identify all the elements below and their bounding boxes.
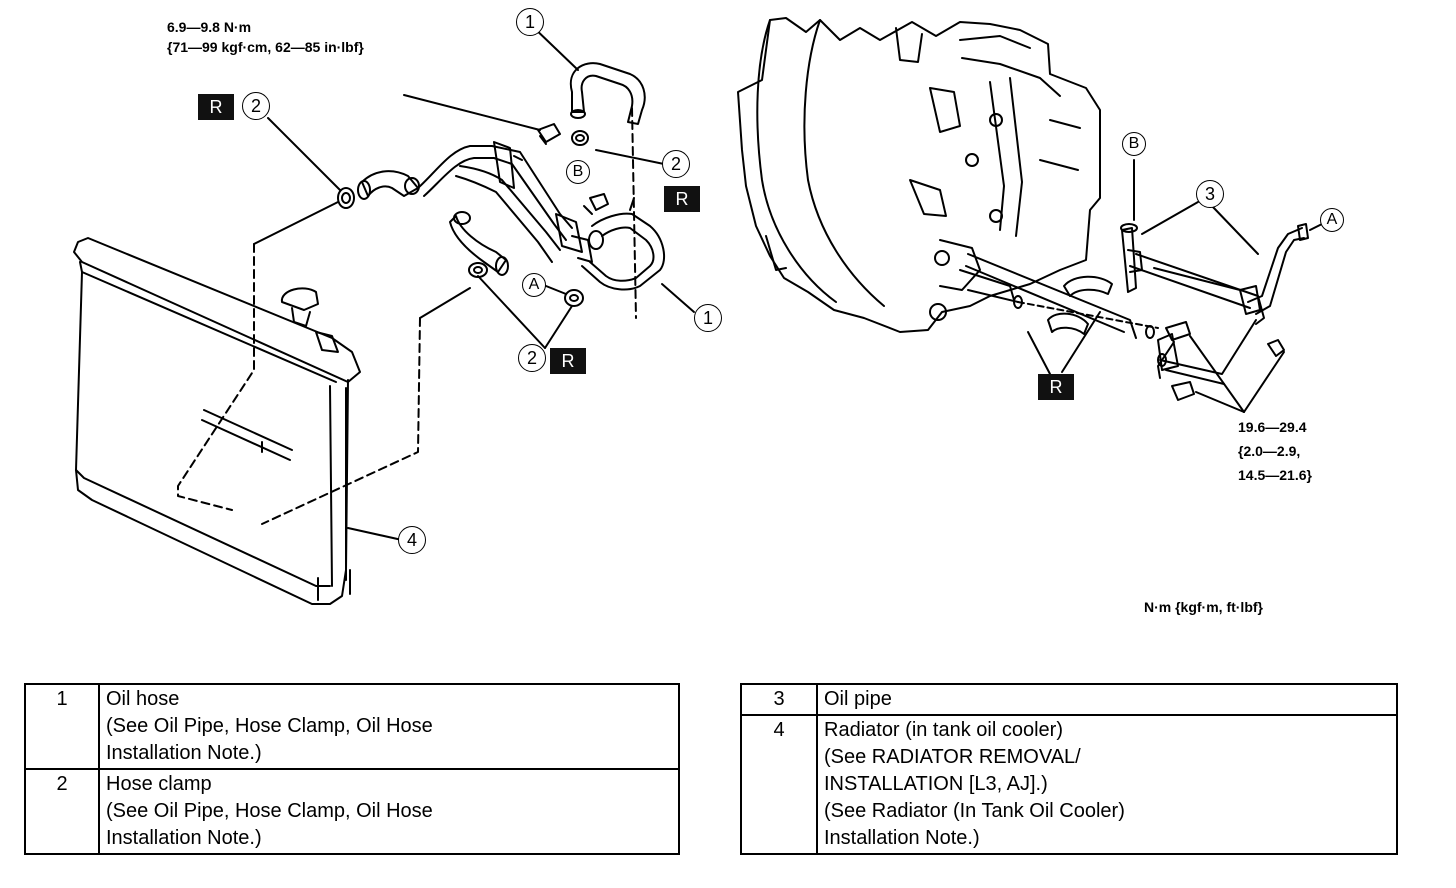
callout-4: 4	[398, 526, 426, 554]
transaxle-drawing	[737, 17, 1327, 413]
callout-b: B	[1122, 132, 1146, 156]
legend-table-left: 1 Oil hose (See Oil Pipe, Hose Clamp, Oi…	[24, 683, 680, 855]
torque-spec-lower-alt-1: {2.0—2.9,	[1238, 443, 1301, 459]
callout-1: 1	[516, 8, 544, 36]
legend-table-right: 3 Oil pipe 4 Radiator (in tank oil coole…	[740, 683, 1398, 855]
torque-spec-lower-alt-2: 14.5—21.6}	[1238, 467, 1312, 483]
torque-spec-lower-nm: 19.6—29.4	[1238, 419, 1307, 435]
callout-a: A	[1320, 208, 1344, 232]
legend-number: 1	[24, 683, 100, 770]
legend-number: 3	[740, 683, 818, 716]
callout-2: 2	[662, 150, 690, 178]
radiator-drawing	[73, 201, 471, 605]
legend-description: Oil hose (See Oil Pipe, Hose Clamp, Oil …	[98, 683, 680, 770]
callout-a: A	[522, 273, 546, 297]
oil-hose-assembly-drawing	[267, 23, 695, 349]
replace-mark: R	[1038, 374, 1074, 400]
callout-2: 2	[518, 344, 546, 372]
legend-number: 2	[24, 768, 100, 855]
replace-mark: R	[198, 94, 234, 120]
unit-note: N·m {kgf·m, ft·lbf}	[1144, 599, 1263, 615]
table-row: 1 Oil hose (See Oil Pipe, Hose Clamp, Oi…	[24, 683, 680, 770]
torque-spec-upper-nm: 6.9—9.8 N·m	[167, 19, 252, 35]
table-row: 4 Radiator (in tank oil cooler) (See RAD…	[740, 714, 1398, 855]
callout-2: 2	[242, 92, 270, 120]
table-row: 3 Oil pipe	[740, 683, 1398, 716]
legend-number: 4	[740, 714, 818, 855]
torque-spec-upper-alt: {71—99 kgf·cm, 62—85 in·lbf}	[167, 39, 364, 55]
legend-description: Oil pipe	[816, 683, 1398, 716]
callout-1: 1	[694, 304, 722, 332]
legend-description: Hose clamp (See Oil Pipe, Hose Clamp, Oi…	[98, 768, 680, 855]
table-row: 2 Hose clamp (See Oil Pipe, Hose Clamp, …	[24, 768, 680, 855]
callout-b: B	[566, 160, 590, 184]
callout-3: 3	[1196, 180, 1224, 208]
replace-mark: R	[664, 186, 700, 212]
legend-description: Radiator (in tank oil cooler) (See RADIA…	[816, 714, 1398, 855]
replace-mark: R	[550, 348, 586, 374]
